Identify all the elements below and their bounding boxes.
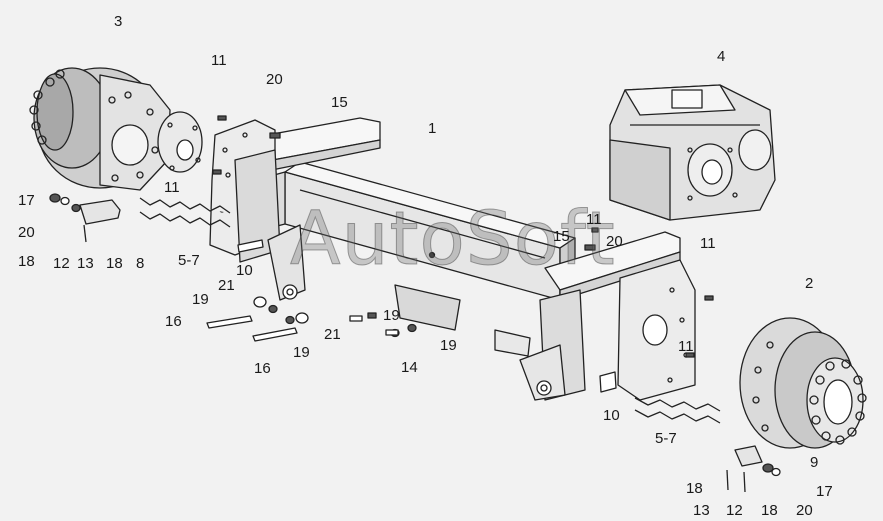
callout-16: 16 <box>165 313 182 330</box>
callout-5-7: 5-7 <box>178 252 200 269</box>
bolts <box>206 239 617 393</box>
callout-13: 13 <box>77 255 94 272</box>
callout-1: 1 <box>428 120 437 137</box>
callout-8: 8 <box>136 255 145 272</box>
callout-18: 18 <box>686 480 703 497</box>
callout-20: 20 <box>606 233 623 250</box>
callout-10: 10 <box>236 262 253 279</box>
small-fasteners <box>212 115 714 358</box>
callout-20: 20 <box>18 224 35 241</box>
callout-21: 21 <box>324 326 341 343</box>
washers-and-nuts <box>253 296 417 338</box>
right-wheel-hub <box>739 317 867 449</box>
callout-3: 3 <box>114 13 123 30</box>
callout-15: 15 <box>553 228 570 245</box>
callout-15: 15 <box>331 94 348 111</box>
callout-11: 11 <box>678 338 694 355</box>
callout-16: 16 <box>254 360 271 377</box>
right-clamp-parts <box>726 445 781 493</box>
callout-11: 11 <box>586 211 602 228</box>
right-bracket <box>519 231 696 401</box>
callout-18: 18 <box>761 502 778 519</box>
callout-17: 17 <box>816 483 833 500</box>
callout-19: 19 <box>440 337 457 354</box>
callout-2: 2 <box>805 275 814 292</box>
right-spring-plates <box>634 397 721 424</box>
callout-5-7: 5-7 <box>655 430 677 447</box>
callout-13: 13 <box>693 502 710 519</box>
callout-20: 20 <box>266 71 283 88</box>
differential-housing <box>609 84 776 221</box>
left-clamp-parts <box>49 193 121 243</box>
callout-12: 12 <box>726 502 743 519</box>
callout-10: 10 <box>603 407 620 424</box>
callout-18: 18 <box>18 253 35 270</box>
callout-19: 19 <box>293 344 310 361</box>
callout-19: 19 <box>383 307 400 324</box>
callout-9: 9 <box>810 454 819 471</box>
callout-11: 11 <box>211 52 227 69</box>
callout-11: 11 <box>700 235 716 252</box>
callout-11: 11 <box>164 179 180 196</box>
left-bracket <box>209 117 381 301</box>
callout-17: 17 <box>18 192 35 209</box>
callout-18: 18 <box>106 255 123 272</box>
callout-20: 20 <box>796 502 813 519</box>
watermark: AutoSoft <box>290 196 616 283</box>
left-wheel-hub <box>29 67 203 191</box>
left-spring-plates <box>139 197 231 228</box>
callout-19: 19 <box>192 291 209 308</box>
callout-21: 21 <box>218 277 235 294</box>
callout-12: 12 <box>53 255 70 272</box>
callout-14: 14 <box>401 359 418 376</box>
callout-4: 4 <box>717 48 726 65</box>
